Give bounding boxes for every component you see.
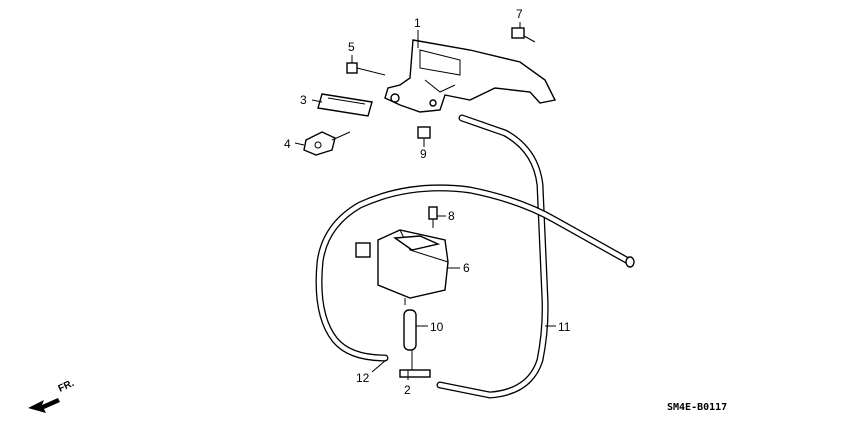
callout-8: 8 <box>448 209 455 223</box>
hose-12 <box>315 184 634 362</box>
bolt-7 <box>511 27 536 43</box>
callout-3: 3 <box>300 93 307 107</box>
tube-end-right <box>625 256 635 268</box>
callout-6: 6 <box>463 261 470 275</box>
screw-8 <box>428 206 438 228</box>
callout-5: 5 <box>348 40 355 54</box>
front-arrow-icon <box>28 398 60 413</box>
hose-11 <box>436 114 549 399</box>
clamp-4 <box>303 131 351 156</box>
leader-lines <box>294 22 556 380</box>
callout-9: 9 <box>420 147 427 161</box>
callout-12: 12 <box>356 371 370 385</box>
callout-4: 4 <box>284 137 291 151</box>
direction-label: FR. <box>57 378 76 395</box>
joint-2 <box>399 350 431 378</box>
bolt-9 <box>417 126 431 142</box>
callout-7: 7 <box>516 7 523 21</box>
callout-11: 11 <box>558 320 571 334</box>
callout-10: 10 <box>430 320 444 334</box>
callout-2: 2 <box>404 383 411 397</box>
sensor-6 <box>355 229 449 305</box>
diagram-code: SM4E-B0117 <box>667 402 727 413</box>
bracket-1 <box>384 39 557 113</box>
bolt-5 <box>346 62 386 76</box>
hose-10 <box>403 309 417 351</box>
pad-3 <box>317 93 373 117</box>
callout-1: 1 <box>414 16 421 30</box>
